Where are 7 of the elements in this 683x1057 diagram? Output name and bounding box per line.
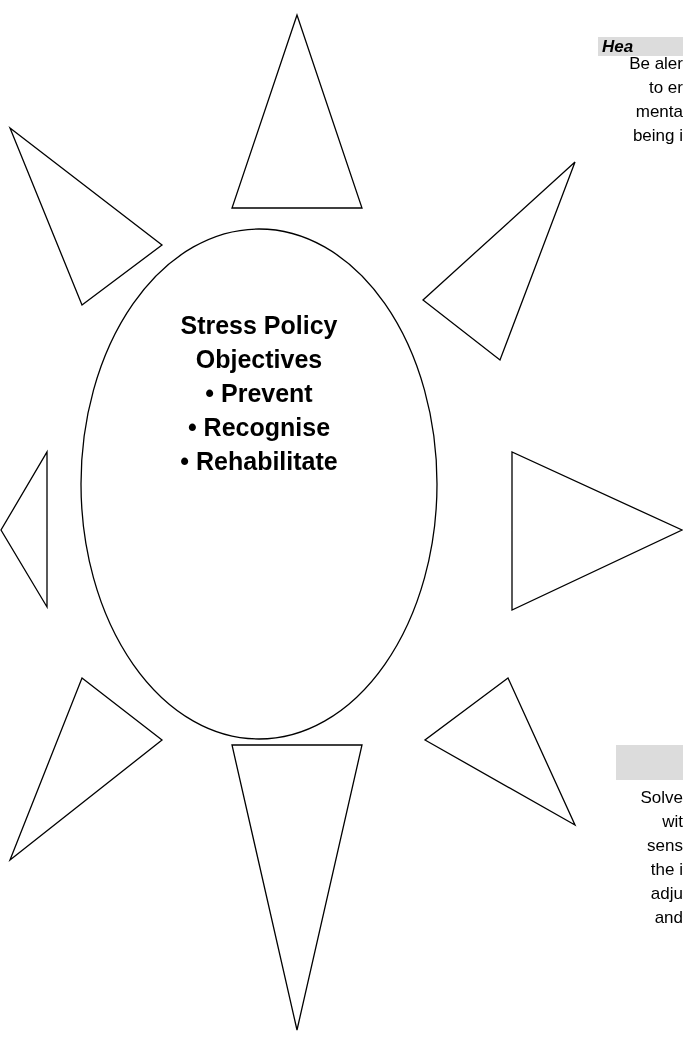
list-item: • Rehabilitate	[180, 446, 338, 477]
section-heading: Hea	[598, 37, 683, 56]
list-item: • Prevent	[205, 378, 313, 409]
heading-text: Stress Policy Objectives	[179, 310, 339, 375]
body-text: Be aler to er menta being i	[628, 53, 683, 147]
body-text: Solve wit sens the i adju and	[639, 787, 683, 929]
list-item: • Recognise	[187, 412, 331, 443]
